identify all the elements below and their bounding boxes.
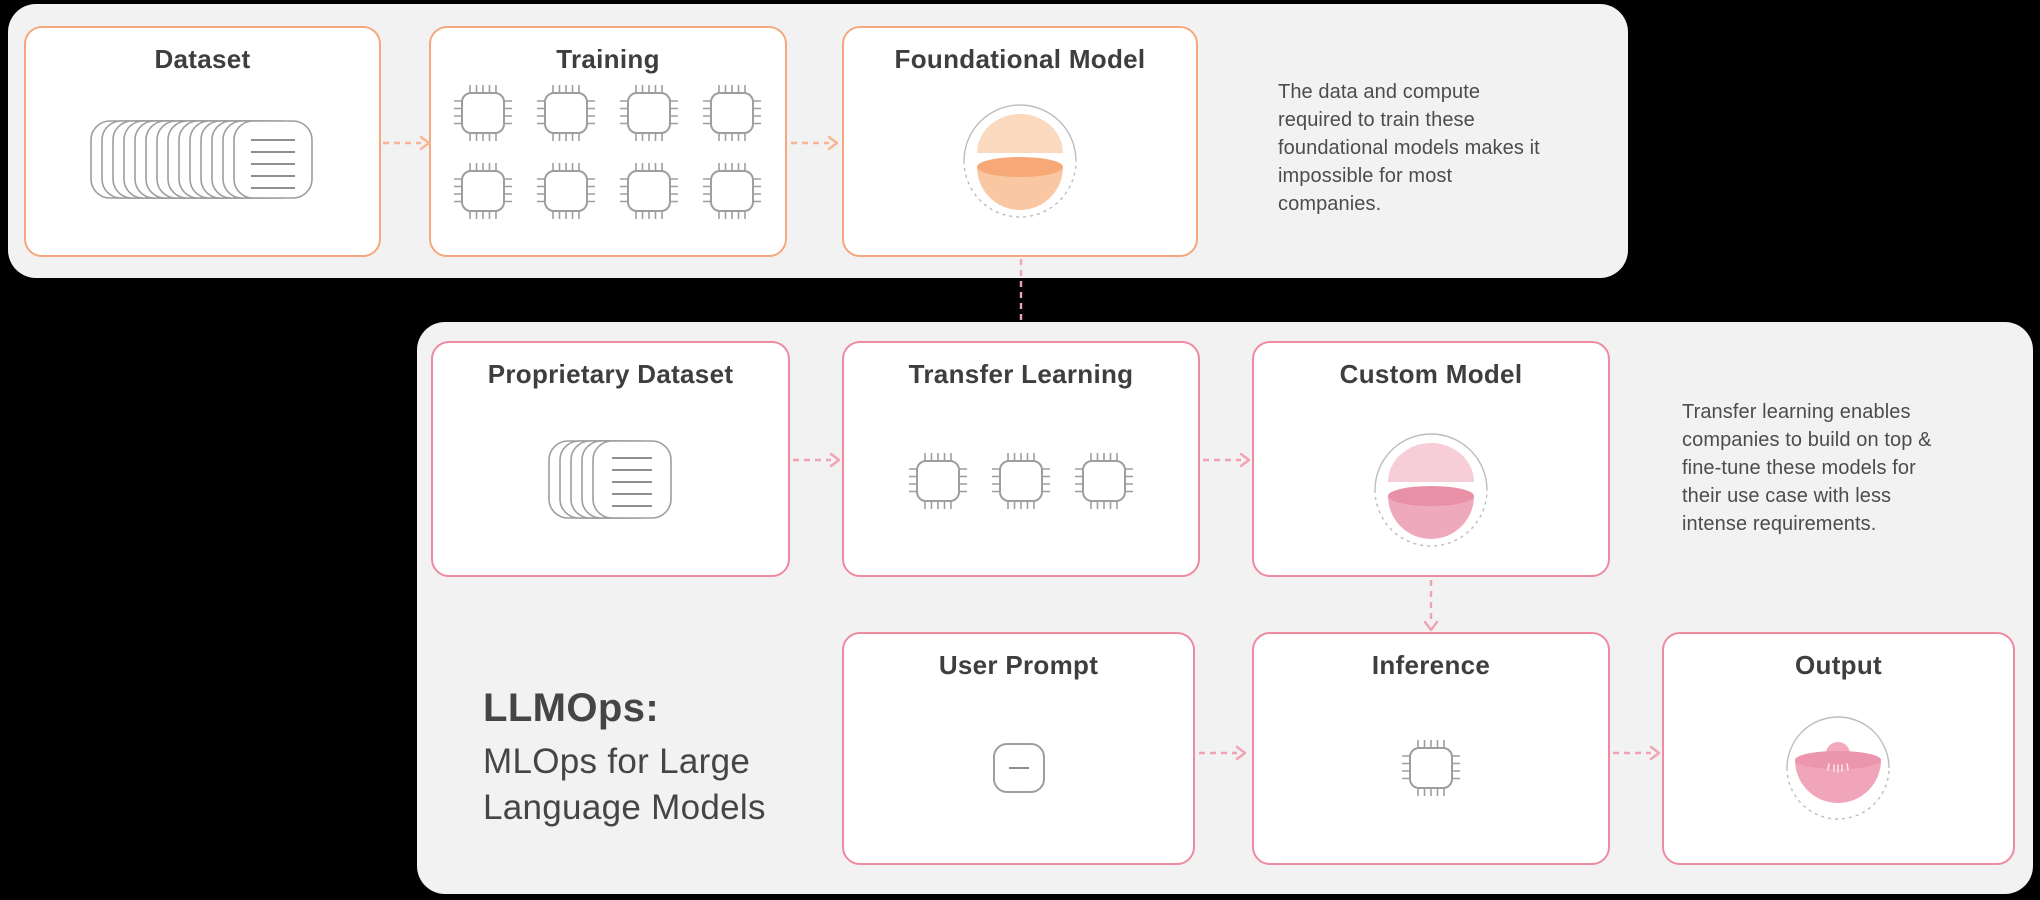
node-foundational-model: Foundational Model — [842, 26, 1198, 257]
arrow-inference-to-output — [1613, 745, 1661, 761]
chip-row-icon — [908, 452, 1134, 510]
dataset-stack-icon — [90, 120, 314, 200]
llmops-heading-line1: LLMOps: — [483, 686, 660, 730]
arrow-dataset-to-training — [383, 135, 431, 151]
card-stack-icon — [548, 440, 672, 520]
node-custom-model-title: Custom Model — [1339, 359, 1523, 389]
llmops-heading-line2: MLOps for Large — [483, 742, 751, 781]
llmops-heading-line3: Language Models — [483, 788, 766, 827]
sphere-orange-icon — [960, 101, 1080, 221]
arrow-training-to-foundational — [791, 135, 839, 151]
arrow-transfer-to-custom — [1203, 452, 1251, 468]
node-foundational-model-title: Foundational Model — [894, 44, 1146, 74]
node-training-title: Training — [556, 44, 660, 74]
node-transfer-learning-title: Transfer Learning — [908, 359, 1134, 389]
node-proprietary-dataset-title: Proprietary Dataset — [487, 359, 734, 389]
prompt-card-icon — [992, 742, 1046, 794]
node-output-title: Output — [1795, 650, 1882, 680]
arrow-custom-to-inference — [1423, 580, 1439, 632]
node-training: Training — [429, 26, 787, 257]
node-inference-title: Inference — [1371, 650, 1491, 680]
node-user-prompt-title: User Prompt — [938, 650, 1099, 680]
chip-grid-icon — [453, 84, 762, 220]
sphere-pink-icon — [1371, 430, 1491, 550]
arrow-prompt-to-inference — [1199, 745, 1247, 761]
foundation-note: The data and compute required to train t… — [1278, 81, 1540, 215]
llmops-heading: LLMOps: MLOps for Large Language Models — [483, 686, 813, 831]
arrow-proprietary-to-transfer — [793, 452, 841, 468]
node-dataset-title: Dataset — [154, 44, 251, 74]
bowl-sphere-icon — [1783, 713, 1893, 823]
chip-icon — [1401, 739, 1461, 797]
llmops-note: Transfer learning enables companies to b… — [1682, 401, 1932, 535]
